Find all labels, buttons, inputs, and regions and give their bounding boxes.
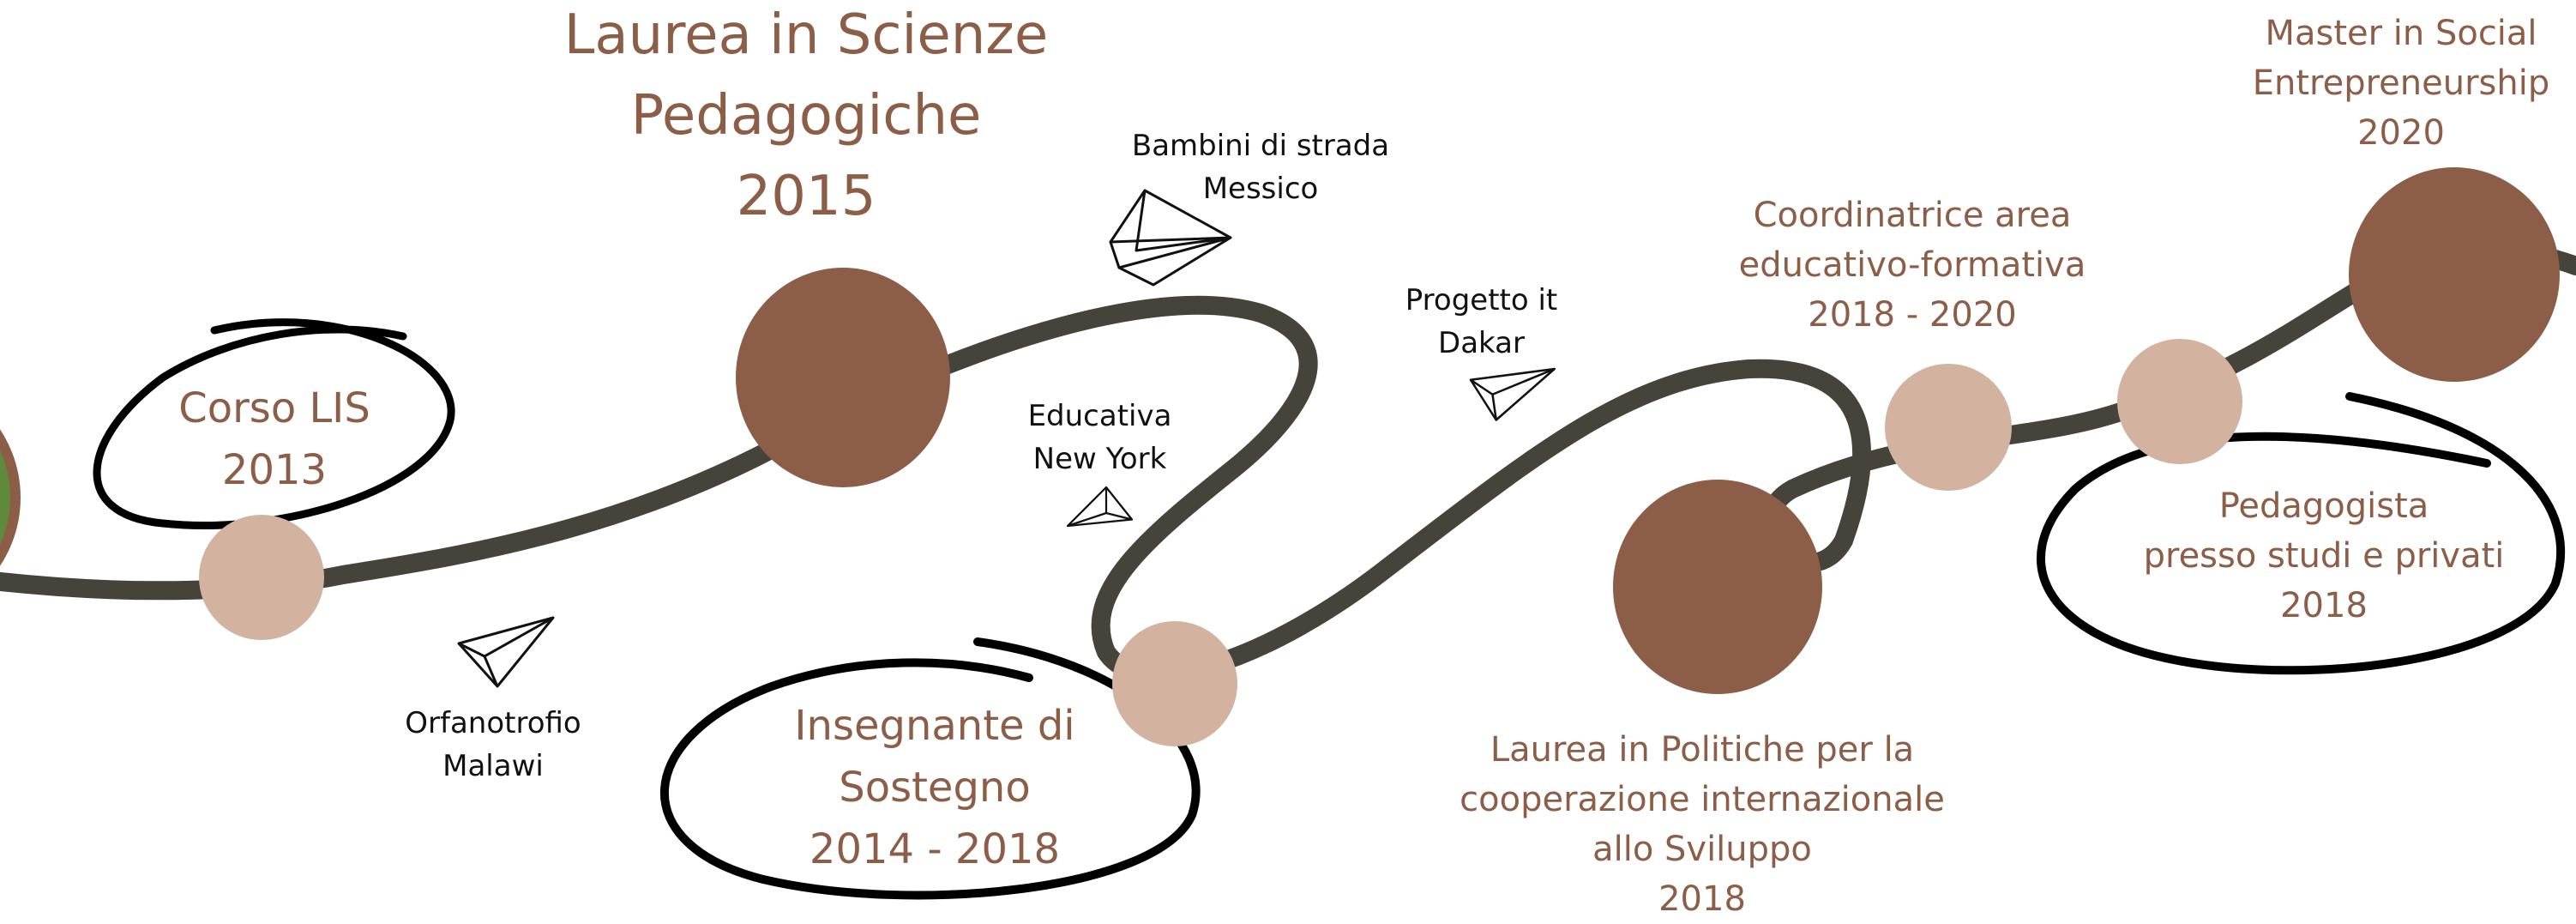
milestone-laurea-scienze-line2: Pedagogiche <box>630 84 982 148</box>
milestone-coordinatrice-line1: Coordinatrice area <box>1753 196 2072 235</box>
note-progetto-line1: Progetto it <box>1405 283 1558 317</box>
note-bambini: Bambini di strada Messico <box>1106 124 1415 210</box>
milestone-master: Master in Social Entrepreneurship 2020 <box>2230 9 2573 158</box>
milestone-laurea-scienze-line1: Laurea in Scienze <box>563 3 1049 67</box>
node-corso-lis <box>199 515 324 640</box>
milestone-laurea-politiche-line1: Laurea in Politiche per la <box>1490 730 1915 770</box>
milestone-master-line2: Entrepreneurship <box>2252 63 2550 103</box>
paper-plane-icon <box>1066 486 1134 528</box>
milestone-laurea-politiche-line2: cooperazione internazionale <box>1460 780 1945 819</box>
note-educativa-line1: Educativa <box>1027 399 1172 433</box>
note-progetto-line2: Dakar <box>1438 326 1525 360</box>
milestone-master-line1: Master in Social <box>2265 14 2537 53</box>
milestone-laurea-politiche-year: 2018 <box>1658 879 1746 919</box>
milestone-pedagogista: Pedagogista presso studi e privati 2018 <box>2118 481 2530 631</box>
note-bambini-line1: Bambini di strada <box>1131 129 1390 163</box>
node-insegnante <box>1112 621 1237 746</box>
timeline-path <box>0 240 2576 684</box>
milestone-pedagogista-year: 2018 <box>2280 586 2368 625</box>
note-progetto: Progetto it Dakar <box>1372 279 1591 365</box>
milestone-corso-lis-year: 2013 <box>221 446 328 494</box>
milestone-pedagogista-line2: presso studi e privati <box>2143 536 2505 576</box>
oval-corso-lis <box>93 318 455 529</box>
milestone-insegnante-years: 2014 - 2018 <box>809 825 1061 873</box>
note-orfanotrofio-line2: Malawi <box>442 749 544 783</box>
node-laurea-politiche <box>1613 480 1822 694</box>
note-bambini-line2: Messico <box>1202 172 1319 206</box>
node-laurea-scienze <box>736 268 950 487</box>
milestone-insegnante-line2: Sostegno <box>839 764 1031 812</box>
node-pedagogista <box>2117 339 2242 464</box>
milestone-pedagogista-line1: Pedagogista <box>2218 486 2429 526</box>
milestone-corso-lis: Corso LIS 2013 <box>146 377 403 501</box>
milestone-coordinatrice-years: 2018 - 2020 <box>1808 295 2017 335</box>
note-educativa: Educativa New York <box>986 395 1213 480</box>
milestone-insegnante-line1: Insegnante di <box>794 702 1075 750</box>
milestone-laurea-politiche-line3: allo Sviluppo <box>1592 830 1812 869</box>
milestone-corso-lis-title: Corso LIS <box>178 384 370 432</box>
milestone-insegnante: Insegnante di Sostegno 2014 - 2018 <box>720 695 1149 880</box>
paper-plane-icon <box>457 616 555 688</box>
note-educativa-line2: New York <box>1032 442 1167 476</box>
node-master <box>2349 167 2560 382</box>
paper-plane-icon <box>1469 367 1556 421</box>
profile-photo-partial <box>0 429 21 566</box>
milestone-laurea-scienze-year: 2015 <box>736 165 876 228</box>
note-orfanotrofio-line1: Orfanotrofio <box>405 706 581 740</box>
note-orfanotrofio: Orfanotrofio Malawi <box>369 702 617 788</box>
milestone-coordinatrice-line2: educativo-formativa <box>1738 245 2086 285</box>
milestone-coordinatrice: Coordinatrice area educativo-formativa 2… <box>1706 190 2118 340</box>
node-coordinatrice <box>1885 364 2012 491</box>
paper-plane-icon <box>1109 189 1232 287</box>
milestone-laurea-scienze: Laurea in Scienze Pedagogiche 2015 <box>515 0 1098 237</box>
milestone-laurea-politiche: Laurea in Politiche per la cooperazione … <box>1423 725 1981 924</box>
milestone-master-year: 2020 <box>2357 113 2445 153</box>
